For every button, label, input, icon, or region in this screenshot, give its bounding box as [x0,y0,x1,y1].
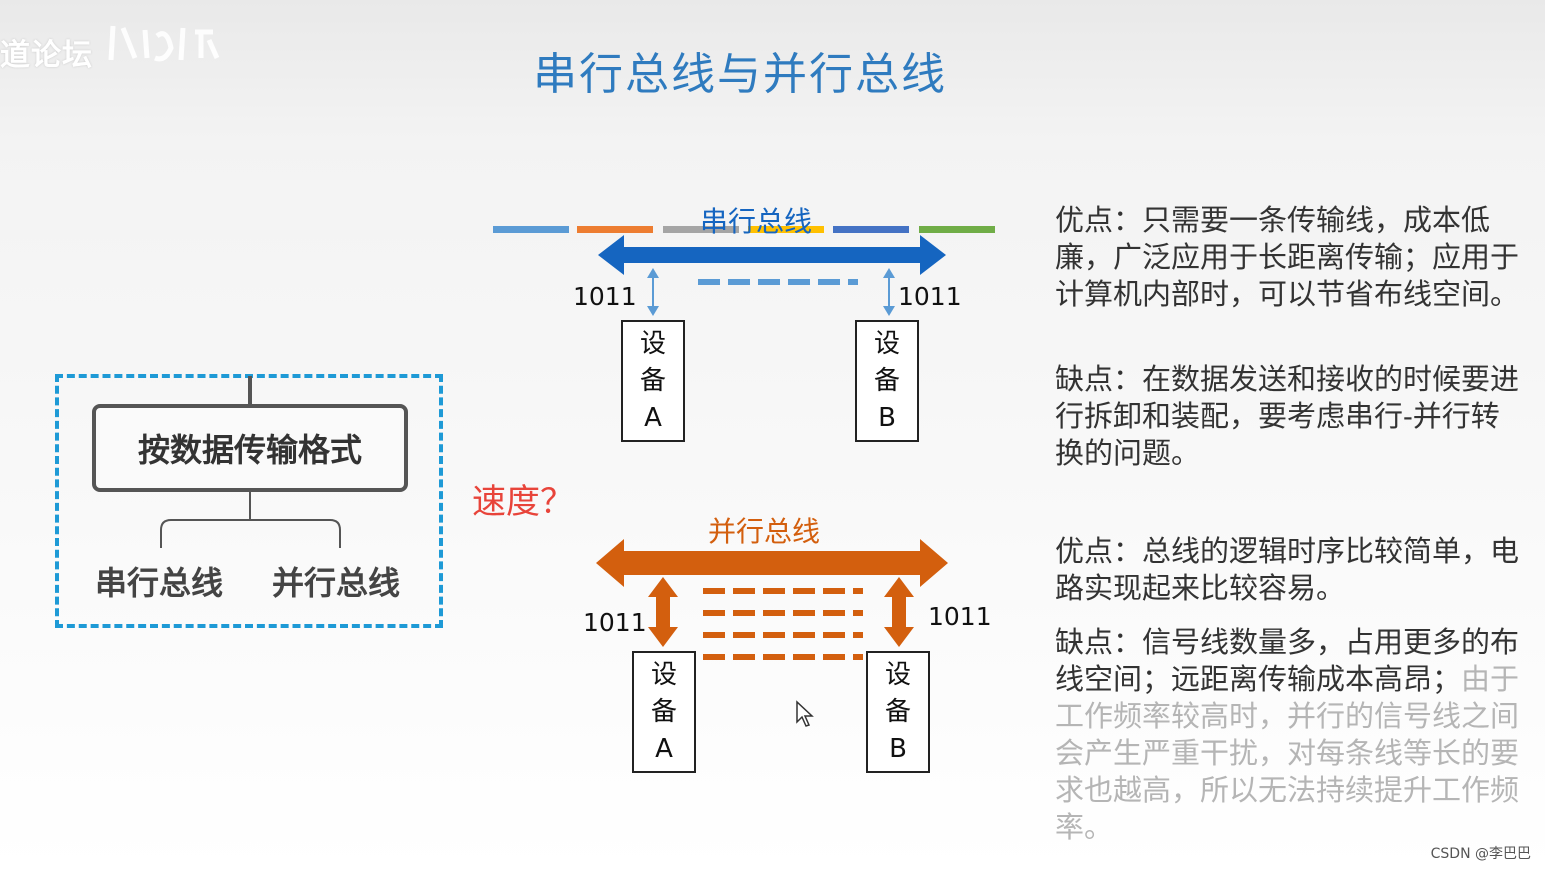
device-label-char: 设 [873,328,900,359]
title-bar-5 [833,226,909,233]
serial-device-b: 设 备 B [855,320,919,442]
serial-cons-text: 缺点：在数据发送和接收的时候要进行拆卸和装配，要考虑串行-并行转换的问题。 [1055,362,1520,470]
serial-bits-left: 1011 [573,282,637,311]
parallel-cons-text: 缺点：信号线数量多，占用更多的布线空间；远距离传输成本高昂；由于工作频率较高时，… [1055,624,1525,846]
serial-bus-arrow [598,235,946,316]
parallel-bus-label: 并行总线 [708,515,821,548]
device-label-char: 备 [884,696,911,727]
device-label-char: 设 [639,328,666,359]
device-label-char: B [878,402,896,433]
parallel-cons-main: 缺点：信号线数量多，占用更多的布线空间；远距离传输成本高昂； [1055,625,1520,696]
speed-question: 速度？ [472,482,574,522]
parallel-device-a: 设 备 A [632,651,696,773]
title-bar-4 [748,226,824,233]
title-bar-1 [493,226,569,233]
parallel-device-b: 设 备 B [866,651,930,773]
title-bar-2 [577,226,653,233]
tree-serial-label: 串行总线 [95,564,224,602]
serial-pros-text: 优点：只需要一条传输线，成本低廉，广泛应用于长距离传输；应用于计算机内部时，可以… [1055,203,1520,311]
device-label-char: B [889,733,907,764]
parallel-cons-faded: 由于工作频率较高时，并行的信号线之间会产生严重干扰，对每条线等长的要求也越高，所… [1055,662,1520,844]
device-label-char: A [644,402,662,433]
serial-device-a: 设 备 A [621,320,685,442]
device-label-char: 设 [884,659,911,690]
serial-bus-label: 串行总线 [700,205,813,238]
page-title: 串行总线与并行总线 [533,49,947,100]
device-label-char: A [655,733,673,764]
device-label-char: 备 [873,365,900,396]
parallel-pros-text: 优点：总线的逻辑时序比较简单，电路实现起来比较容易。 [1055,534,1520,605]
tree-parallel-label: 并行总线 [272,564,401,602]
device-label-char: 备 [639,365,666,396]
serial-bits-right: 1011 [898,282,962,311]
forum-watermark: 道论坛 [0,38,93,73]
title-bar-6 [919,226,995,233]
tree-root-node: 按数据传输格式 [92,404,408,492]
tree-connectors [160,376,341,548]
footer-credit: CSDN @李巴巴 [1430,846,1531,862]
mouse-cursor-icon [796,700,814,727]
device-label-char: 设 [650,659,677,690]
parallel-bits-left: 1011 [583,608,647,637]
parallel-bus-arrow [596,539,948,660]
device-label-char: 备 [650,696,677,727]
parallel-bits-right: 1011 [928,602,992,631]
logo-watermark [105,18,225,79]
title-bar-3 [663,226,739,233]
